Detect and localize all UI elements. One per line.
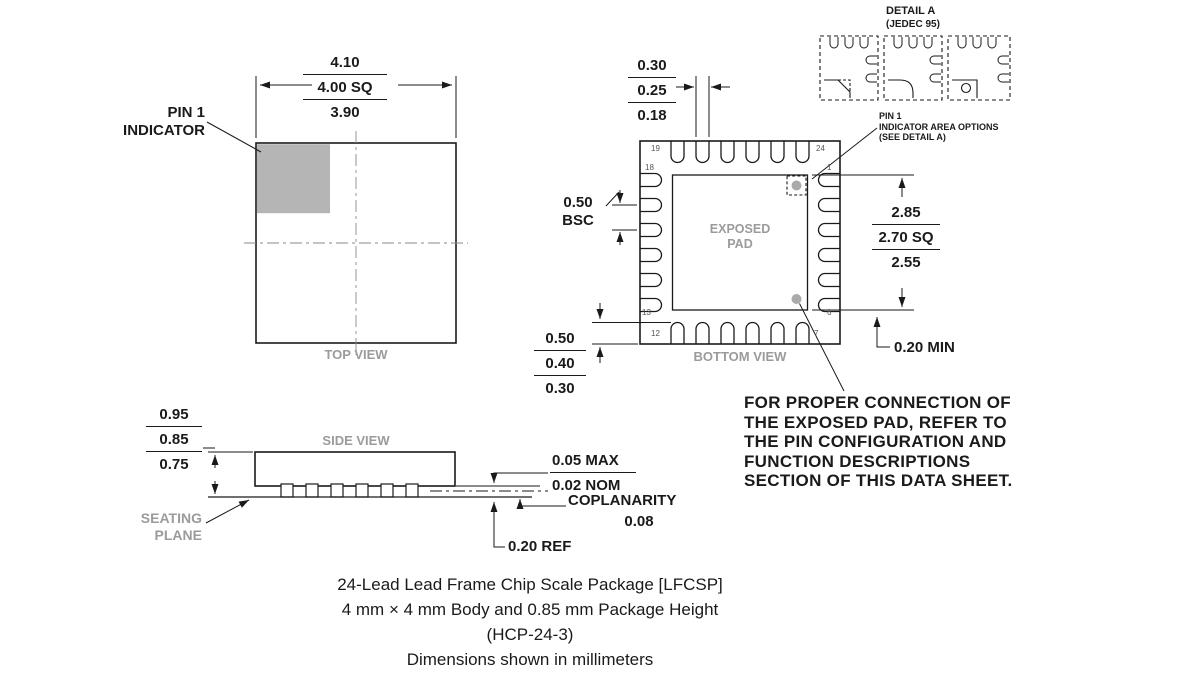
dim-value-max: 0.30: [628, 53, 676, 78]
bottom-view-label: BOTTOM VIEW: [693, 349, 787, 364]
detail-a-subtitle: (JEDEC 95): [886, 19, 940, 30]
detail-a-linework: [811, 35, 1011, 180]
pin-number-24: 24: [816, 144, 825, 153]
exposed-pad-note: FOR PROPER CONNECTION OF THE EXPOSED PAD…: [744, 393, 1013, 491]
exposed-pad-note-dot: [791, 294, 802, 304]
caption-line-4: Dimensions shown in millimeters: [406, 650, 654, 669]
dim-value-nom: 0.02 NOM: [552, 477, 621, 494]
dim-pad-keepout: 0.20 MIN: [894, 339, 955, 356]
seating-plane-label: SEATING PLANE: [140, 510, 202, 543]
dim-lead-length-stack: 0.50 0.40 0.30: [534, 326, 586, 400]
dim-value-min: 0.18: [637, 107, 667, 124]
dim-value-max: 0.50: [534, 326, 586, 351]
detail-a-title: DETAIL A: [886, 5, 936, 17]
side-view-linework: [203, 447, 566, 548]
side-view-label: SIDE VIEW: [322, 433, 390, 448]
pin-number-6: 6: [827, 308, 832, 317]
dim-value-max: 2.85: [872, 200, 940, 225]
pin-number-12: 12: [651, 329, 660, 338]
dim-value-nom: 0.85: [146, 427, 202, 452]
pin1-indicator-mark: [257, 144, 330, 214]
notch-corner-option: [888, 79, 914, 98]
dim-value-min: 3.90: [330, 104, 360, 121]
dim-value-nom: 2.70 SQ: [872, 225, 940, 250]
caption-line-2: 4 mm × 4 mm Body and 0.85 mm Package Hei…: [341, 600, 719, 619]
dim-value-max: 0.05 MAX: [550, 448, 636, 473]
top-view-linework: [206, 76, 468, 355]
pin-number-18: 18: [645, 163, 654, 172]
exposed-pad-outline: [671, 174, 809, 311]
coplanarity-label: COPLANARITY: [568, 492, 677, 509]
dim-lead-pitch: 0.50 BSC: [562, 194, 594, 229]
dim-lead-width-stack: 0.30 0.25 0.18: [628, 53, 676, 127]
pin-number-19: 19: [651, 144, 660, 153]
dim-value-min: 0.75: [159, 456, 189, 473]
chamfer-corner-option: [824, 79, 851, 98]
dim-exposed-pad-stack: 2.85 2.70 SQ 2.55: [872, 200, 940, 274]
bottom-view-linework: [639, 140, 845, 392]
dim-standoff-stack: 0.05 MAX 0.02 NOM: [550, 448, 636, 497]
pin-number-13: 13: [642, 308, 651, 317]
pin-number-1: 1: [827, 163, 832, 172]
dim-value-nom: 0.40: [534, 351, 586, 376]
dim-value-nom: 0.25: [628, 78, 676, 103]
note-leader: [799, 303, 845, 392]
pin1-indicator-dot: [791, 180, 802, 191]
dim-value-min: 0.30: [545, 380, 575, 397]
pin1-indicator-option-box: [786, 175, 807, 196]
dim-value-max: 0.95: [146, 402, 202, 427]
dim-value-min: 2.55: [891, 254, 921, 271]
figure-caption: 24-Lead Lead Frame Chip Scale Package [L…: [170, 572, 890, 672]
dim-value-nom: 4.00 SQ: [303, 75, 387, 100]
coplanarity-value: 0.08: [624, 513, 654, 530]
pin1-options-callout: PIN 1 INDICATOR AREA OPTIONS (SEE DETAIL…: [879, 111, 999, 142]
pin1-indicator-callout: PIN 1 INDICATOR: [123, 104, 205, 139]
dim-height-stack: 0.95 0.85 0.75: [146, 402, 202, 476]
top-view-label: TOP VIEW: [324, 347, 388, 362]
dim-value-max: 4.10: [303, 50, 387, 75]
bottom-view-dimensions: [592, 76, 914, 363]
circle-corner-option: [960, 82, 972, 94]
dim-lead-thickness: 0.20 REF: [508, 538, 572, 555]
dim-body-size-stack: 4.10 4.00 SQ 3.90: [303, 50, 387, 124]
caption-line-1: 24-Lead Lead Frame Chip Scale Package [L…: [337, 575, 723, 594]
centerlines: [244, 131, 468, 355]
pin-number-7: 7: [814, 329, 819, 338]
caption-line-3: (HCP-24-3): [486, 625, 574, 644]
exposed-pad-label: EXPOSED PAD: [709, 222, 771, 251]
